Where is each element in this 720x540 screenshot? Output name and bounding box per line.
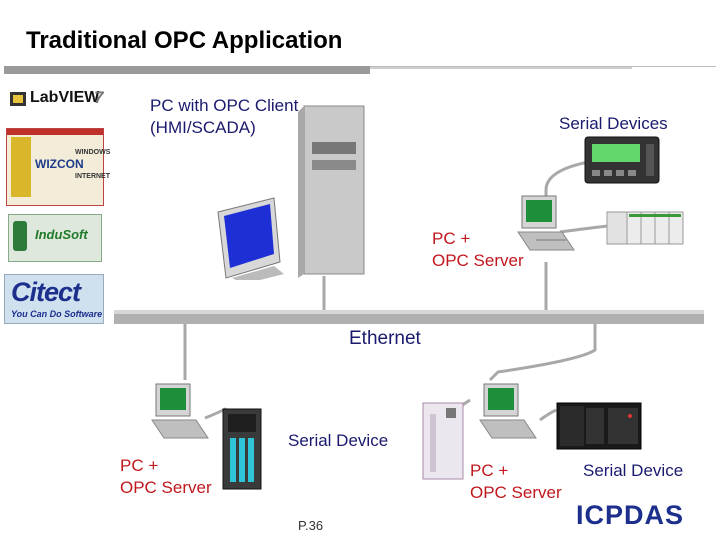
- opc-server-top-label-line2: OPC Server: [432, 251, 524, 270]
- serial-device-right-label: Serial Device: [583, 461, 684, 480]
- indusoft-box: InduSoft: [8, 214, 102, 262]
- labview-logo-icon: [10, 92, 26, 106]
- client-pc-icon: [217, 105, 365, 280]
- pc-client-label-line1: PC with OPC Client: [150, 96, 299, 115]
- opc-server-top-label-line1: PC +: [432, 229, 471, 248]
- opc-server-left-label-line1: PC +: [120, 456, 159, 475]
- opc-server-right-label-line1: PC +: [470, 461, 509, 480]
- title-divider: [4, 66, 716, 75]
- wizcon-box: WIZCON WINDOWS INTERNET: [6, 128, 110, 206]
- citect-box: Citect You Can Do Software: [4, 274, 104, 324]
- indusoft-mark-icon: [13, 221, 27, 251]
- ethernet-label: Ethernet: [349, 328, 421, 349]
- page-number: P.36: [298, 518, 324, 533]
- opc-server-left-label-line2: OPC Server: [120, 478, 212, 497]
- serial-device-left-label: Serial Device: [288, 431, 389, 450]
- pc-client-label-line2: (HMI/SCADA): [150, 118, 256, 137]
- icpdas-logo: ICPDAS: [576, 500, 685, 530]
- serial-controller-left-icon: [222, 408, 262, 490]
- serial-display-device-icon: [584, 136, 660, 184]
- opc-server-top-pc-icon: [517, 195, 575, 251]
- opc-server-left-pc-icon: [151, 383, 209, 439]
- slide-title: Traditional OPC Application: [26, 27, 343, 54]
- opc-server-right-label-line2: OPC Server: [470, 483, 562, 502]
- serial-devices-label: Serial Devices: [559, 114, 668, 133]
- serial-link-left: [204, 406, 228, 420]
- serial-io-modules-icon: [606, 211, 684, 245]
- labview-logo: LabVIEW 7: [8, 88, 104, 110]
- server-right-drop-line: [488, 324, 597, 382]
- serial-panel-right-icon: [422, 402, 464, 480]
- serial-link-right-b: [539, 408, 557, 422]
- wizcon-side-art: [11, 137, 31, 197]
- opc-server-right-pc-icon: [479, 383, 537, 439]
- serial-plc-right-icon: [556, 402, 642, 450]
